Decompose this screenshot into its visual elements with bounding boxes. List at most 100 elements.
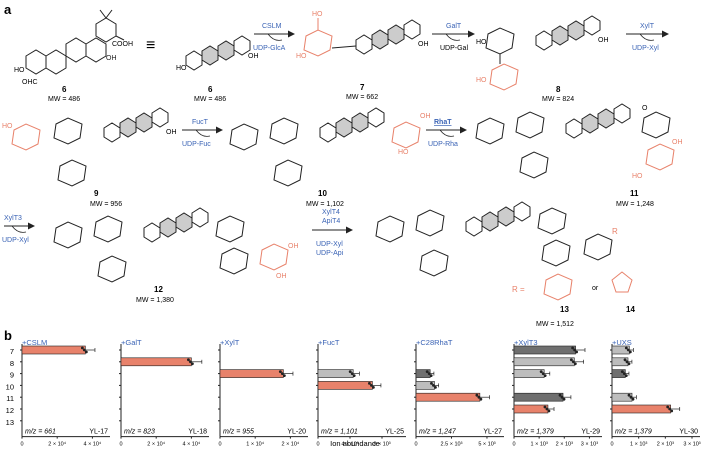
strain-label: YL-20	[287, 429, 306, 436]
bar	[513, 357, 575, 367]
mz-label: m/z = 1,379	[517, 429, 554, 436]
x-tick-label: 2 × 10⁴	[147, 441, 165, 448]
x-tick-label: 2 × 10⁴	[48, 441, 66, 448]
replicate-dot	[627, 362, 631, 366]
replicate-dot	[631, 397, 635, 401]
replicate-dot	[432, 384, 435, 387]
strain-label: YL-30	[679, 429, 698, 436]
enzyme-label: XylT3	[4, 215, 22, 222]
x-tick-label: 2 × 10⁴	[281, 441, 299, 448]
x-tick-label: 4 × 10³	[341, 442, 358, 448]
replicate-dot	[573, 362, 577, 366]
ho-label: HO	[14, 67, 25, 74]
strain-label: YL-18	[188, 429, 207, 436]
oh-label: OH	[418, 41, 429, 48]
enzyme-label: ApiT4	[322, 218, 340, 225]
donor-label: UDP-Fuc	[182, 141, 211, 148]
replicate-dot	[282, 374, 286, 377]
donor-curve	[639, 33, 655, 41]
replicate-dot	[571, 346, 574, 350]
compound-id: 11	[630, 189, 639, 198]
compound-id: 9	[94, 189, 99, 198]
replicate-dot	[629, 395, 633, 399]
compound-7-structure	[303, 18, 421, 57]
bar	[317, 381, 373, 390]
compound-id: 10	[318, 189, 327, 198]
replicate-dot	[427, 372, 431, 375]
x-axis-label: Ion abundance	[330, 439, 380, 448]
x-tick-label: 4 × 10⁴	[83, 441, 101, 448]
compound-mw: MW = 824	[542, 96, 574, 103]
replicate-dot	[189, 360, 192, 364]
ho-label: HO	[476, 77, 487, 84]
donor-curve	[445, 33, 461, 41]
x-tick-label: 0	[414, 442, 417, 448]
ho-label: HO	[632, 173, 643, 180]
donor-curve	[195, 129, 211, 137]
bar	[513, 369, 545, 378]
compound-9-structure	[11, 107, 169, 187]
enzyme-label: FucT	[192, 119, 209, 126]
replicate-dot	[479, 397, 483, 401]
replicate-dot	[368, 382, 371, 385]
r-group-label: R	[612, 227, 618, 236]
replicate-dot	[620, 370, 624, 373]
compound-id: 13	[560, 305, 569, 314]
compound-id: 8	[556, 85, 561, 94]
x-tick-label: 4 × 10⁴	[182, 441, 200, 448]
mz-label: m/z = 823	[124, 429, 155, 436]
oh-label: OH	[672, 139, 683, 146]
panel-title: +CSLM	[22, 338, 47, 347]
donor-curve	[11, 225, 27, 233]
x-tick-label: 1 × 10³	[531, 442, 548, 448]
compound-12-structure	[53, 207, 289, 283]
x-tick-label: 0	[512, 442, 515, 448]
row-label: 9	[10, 371, 14, 380]
compound-id: 14	[626, 305, 635, 314]
replicate-dot	[622, 372, 626, 375]
replicate-dot	[278, 370, 282, 373]
compound-id: 6	[62, 85, 67, 94]
bar	[120, 357, 192, 367]
ho-label: HO	[476, 39, 487, 46]
x-tick-label: 2 × 10³	[556, 442, 573, 448]
replicate-dot	[670, 409, 674, 413]
r-definition: R =	[512, 285, 525, 294]
compound-mw: MW = 662	[346, 94, 378, 101]
compound-mw: MW = 486	[48, 96, 80, 103]
ho-label: HO	[296, 53, 307, 60]
compound-6-structure	[25, 9, 125, 75]
bar	[513, 345, 576, 355]
oh-label: OH	[598, 37, 609, 44]
ho-label: HO	[2, 123, 13, 130]
donor-label: UDP-Rha	[428, 141, 458, 148]
replicate-dot	[560, 395, 564, 399]
oh-label: HO	[398, 149, 409, 156]
replicate-dot	[628, 350, 632, 354]
replicate-dot	[191, 362, 194, 366]
bar	[513, 404, 549, 414]
replicate-dot	[573, 348, 576, 352]
panel-title: +GalT	[121, 338, 142, 347]
donor-curve	[267, 33, 283, 41]
replicate-dot	[571, 360, 575, 364]
panel-b-label: b	[4, 328, 12, 343]
replicate-dot	[477, 395, 481, 399]
mz-label: m/z = 955	[223, 429, 254, 436]
replicate-dot	[626, 348, 630, 352]
panel-title: +XylT3	[514, 338, 538, 347]
replicate-dot	[82, 348, 86, 352]
donor-label: UDP-Api	[316, 250, 344, 257]
replicate-dot	[558, 393, 562, 397]
oh-label: OH	[276, 273, 287, 280]
compound-mw: MW = 1,512	[536, 321, 574, 328]
replicate-dot	[539, 370, 543, 373]
bar	[513, 392, 564, 402]
panel-title: +XylT	[220, 338, 240, 347]
replicate-dot	[475, 393, 479, 397]
